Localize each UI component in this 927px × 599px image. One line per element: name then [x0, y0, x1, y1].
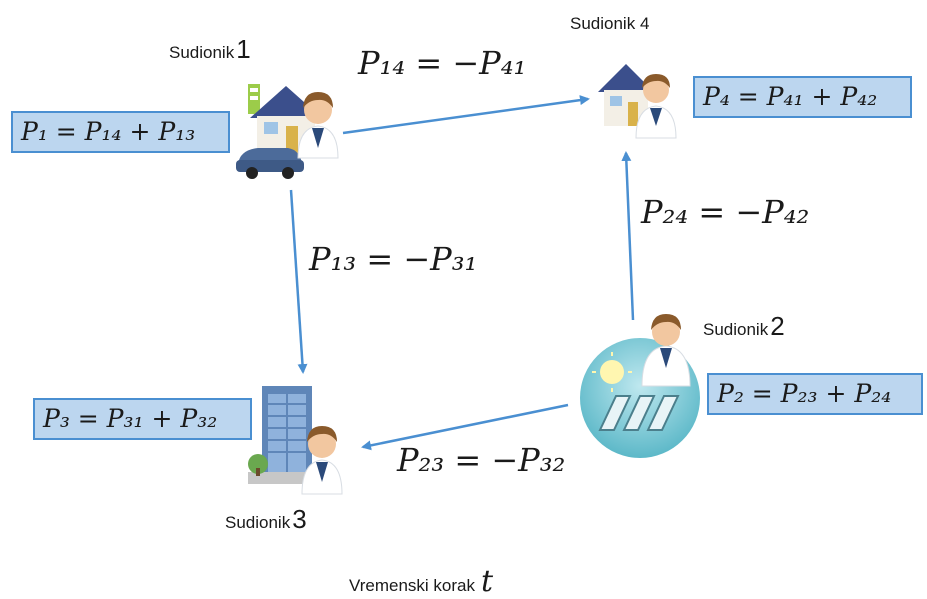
- participant-3-label: Sudionik3: [225, 504, 307, 535]
- participant-4-name: Sudionik: [570, 14, 636, 33]
- participant-2-label: Sudionik2: [703, 311, 785, 342]
- arrow-2-to-4: [621, 151, 635, 321]
- participant-1-number: 1: [236, 34, 251, 64]
- participant-4-number: 4: [639, 14, 650, 33]
- participant-1-name: Sudionik: [169, 43, 235, 62]
- arrow-2-to-3: [361, 403, 569, 451]
- participant-3-equation-box: P₃ = P₃₁ + P₃₂: [33, 398, 252, 440]
- participant-1-equation-box: P₁ = P₁₄ + P₁₃: [11, 111, 230, 153]
- participant-2-name: Sudionik: [703, 320, 769, 339]
- flow-1-4-label: P₁₄ = −P₄₁: [358, 44, 527, 82]
- office-building-with-person-icon: [248, 386, 343, 495]
- time-step-caption: Vremenski korak t: [349, 564, 493, 599]
- flow-1-3-label: P₁₃ = −P₃₁: [309, 240, 478, 278]
- participant-3-name: Sudionik: [225, 513, 291, 532]
- arrow-1-to-3: [289, 189, 308, 374]
- participant-2-number: 2: [770, 311, 785, 341]
- participant-4-label: Sudionik 4: [570, 14, 649, 34]
- time-step-text: Vremenski korak: [349, 576, 475, 595]
- participant-1-label: Sudionik1: [169, 34, 251, 65]
- house-with-person-icon: [598, 64, 677, 139]
- participant-4-equation-box: P₄ = P₄₁ + P₄₂: [693, 76, 912, 118]
- participant-3-number: 3: [292, 504, 307, 534]
- participant-2-equation-box: P₂ = P₂₃ + P₂₄: [707, 373, 923, 415]
- house-with-ev-and-person-icon: [236, 84, 339, 179]
- solar-farm-with-person-icon: [580, 314, 700, 458]
- time-step-symbol: t: [480, 564, 494, 599]
- flow-2-3-label: P₂₃ = −P₃₂: [397, 441, 566, 479]
- flow-2-4-label: P₂₄ = −P₄₂: [641, 193, 810, 231]
- arrow-1-to-4: [342, 95, 590, 135]
